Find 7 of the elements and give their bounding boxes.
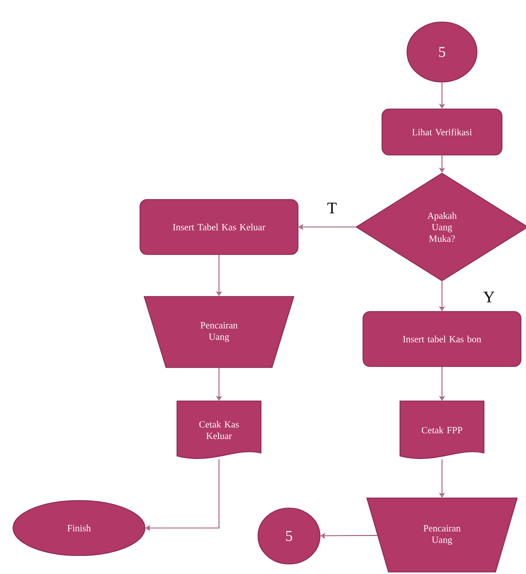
edge-label: T	[326, 202, 338, 214]
edge-label: Y	[482, 290, 496, 304]
process-box: Insert tabel Kas bon	[362, 311, 522, 367]
process-box: Insert Tabel Kas Keluar	[140, 199, 298, 255]
manual-operation-trapezoid: Pencairan Uang	[366, 498, 518, 572]
process-box: Lihat Verifikasi	[382, 108, 502, 156]
manual-operation-trapezoid: Pencairan Uang	[144, 296, 294, 368]
